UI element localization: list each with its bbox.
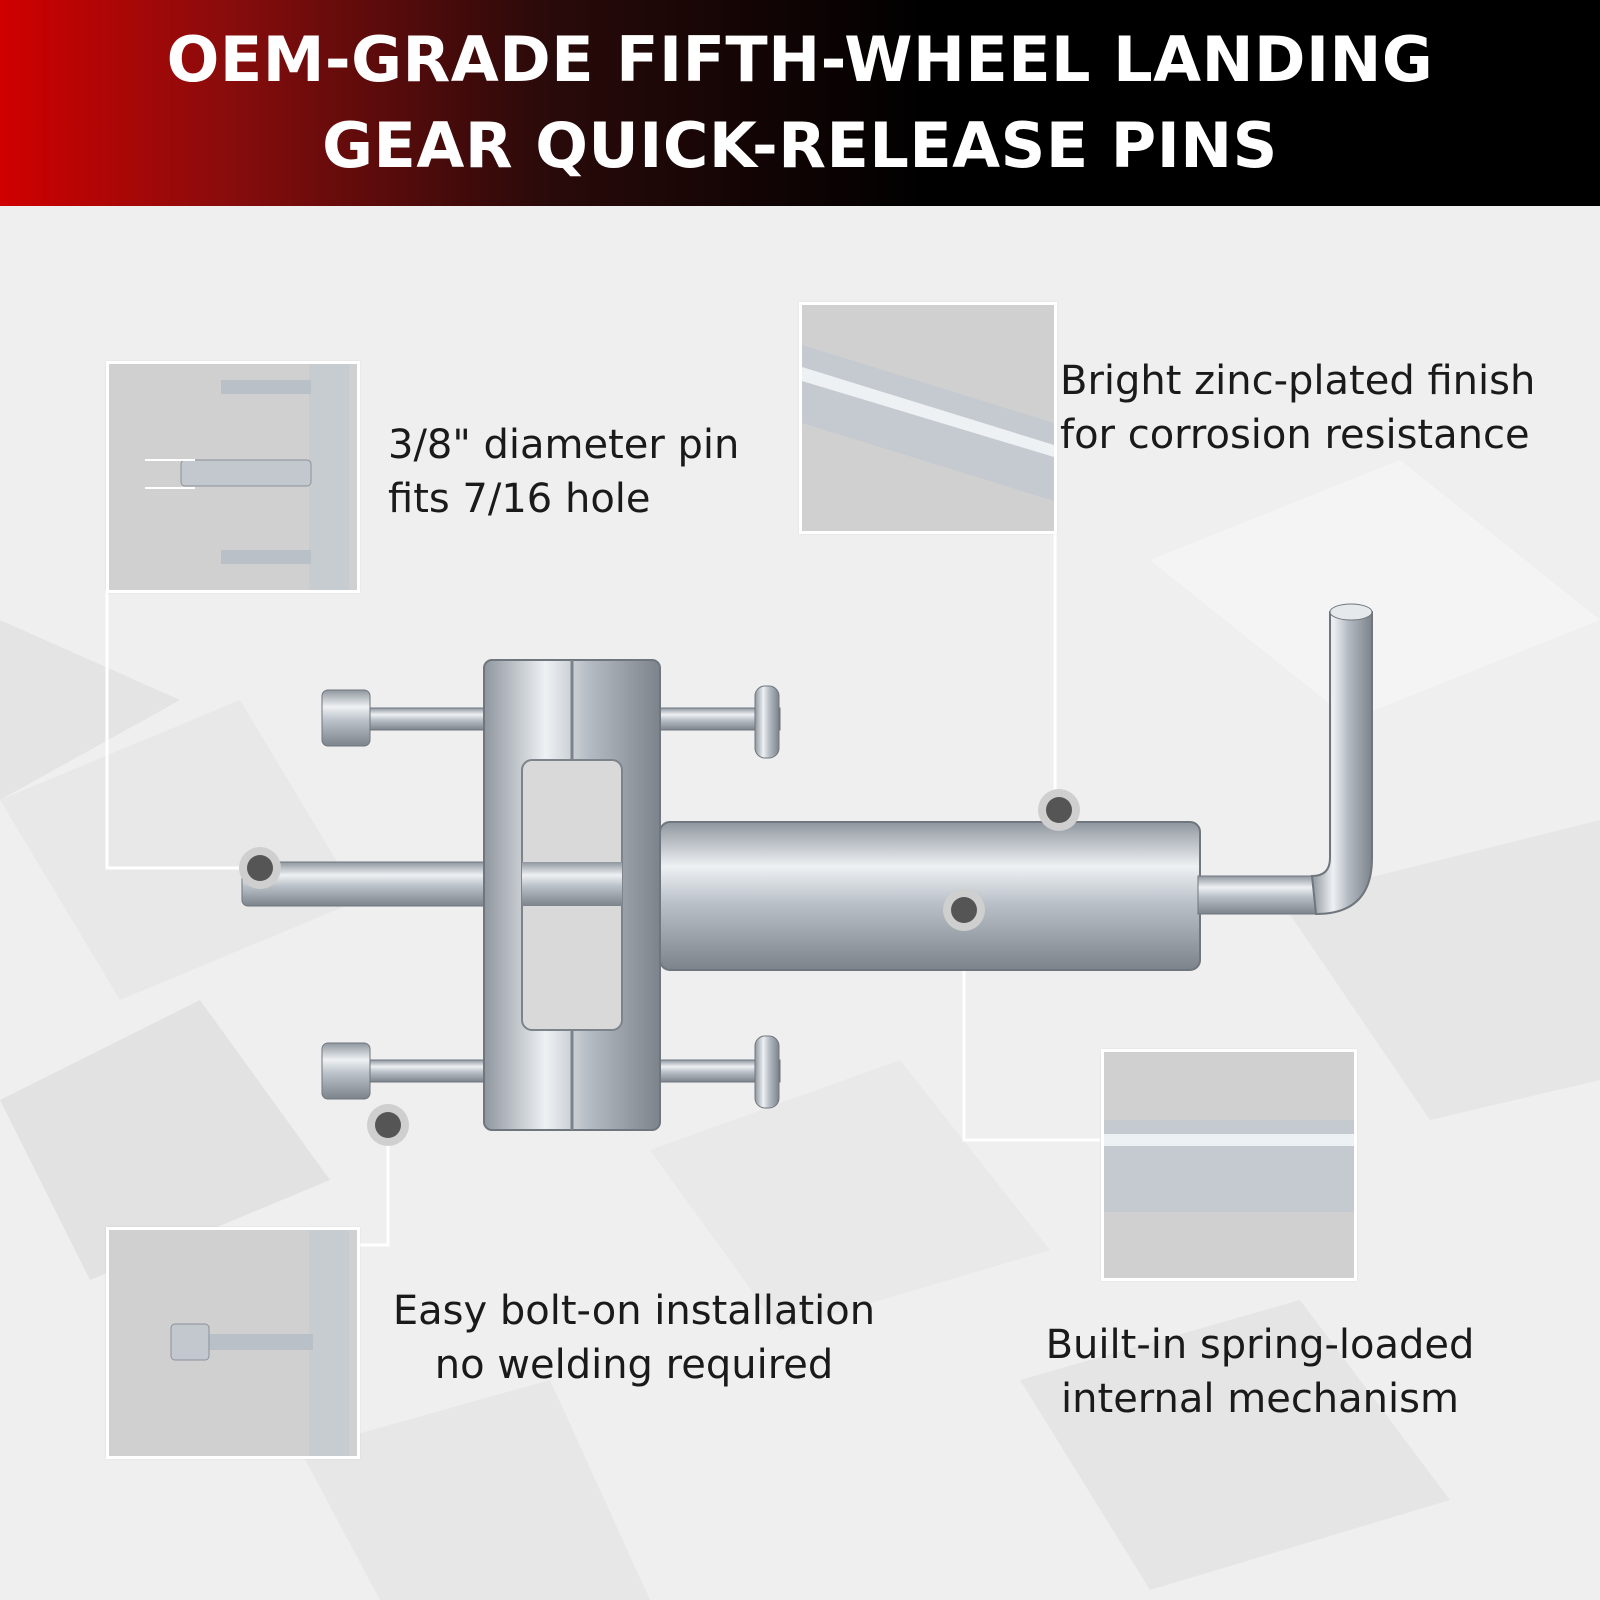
caption-spring-mechanism: Built-in spring-loaded internal mechanis…	[1000, 1318, 1520, 1426]
inset-pin-diameter	[106, 361, 360, 593]
caption-zinc-finish-line-2: for corrosion resistance	[1060, 412, 1530, 458]
inset-zinc-finish	[799, 302, 1057, 534]
caption-zinc-finish: Bright zinc-plated finish for corrosion …	[1060, 354, 1535, 462]
inset-bolt-on	[106, 1227, 360, 1459]
title-line-1: OEM-GRADE FIFTH-WHEEL LANDING	[166, 23, 1434, 96]
caption-pin-diameter: 3/8" diameter pin fits 7/16 hole	[388, 418, 739, 526]
title-banner: OEM-GRADE FIFTH-WHEEL LANDING GEAR QUICK…	[0, 0, 1600, 206]
mounting-bracket	[483, 659, 661, 1131]
inset-spring-mechanism	[1101, 1049, 1357, 1281]
caption-spring-mechanism-line-1: Built-in spring-loaded	[1045, 1322, 1475, 1368]
caption-zinc-finish-line-1: Bright zinc-plated finish	[1060, 358, 1536, 404]
callout-markers	[239, 789, 1080, 1146]
caption-bolt-on-line-2: no welding required	[434, 1342, 834, 1388]
caption-pin-diameter-line-1: 3/8" diameter pin	[388, 422, 740, 468]
title-line-2: GEAR QUICK-RELEASE PINS	[322, 109, 1278, 182]
product-stage: 3/8" diameter pin fits 7/16 hole Bright …	[0, 206, 1600, 1600]
leader-lines	[105, 528, 1100, 1247]
caption-spring-mechanism-line-2: internal mechanism	[1061, 1376, 1459, 1422]
caption-bolt-on-line-1: Easy bolt-on installation	[392, 1288, 876, 1334]
spring-sleeve	[659, 821, 1201, 971]
l-handle	[1197, 603, 1373, 916]
quick-release-pin-image	[105, 528, 1373, 1247]
caption-pin-diameter-line-2: fits 7/16 hole	[388, 476, 651, 522]
caption-bolt-on: Easy bolt-on installation no welding req…	[368, 1284, 900, 1392]
